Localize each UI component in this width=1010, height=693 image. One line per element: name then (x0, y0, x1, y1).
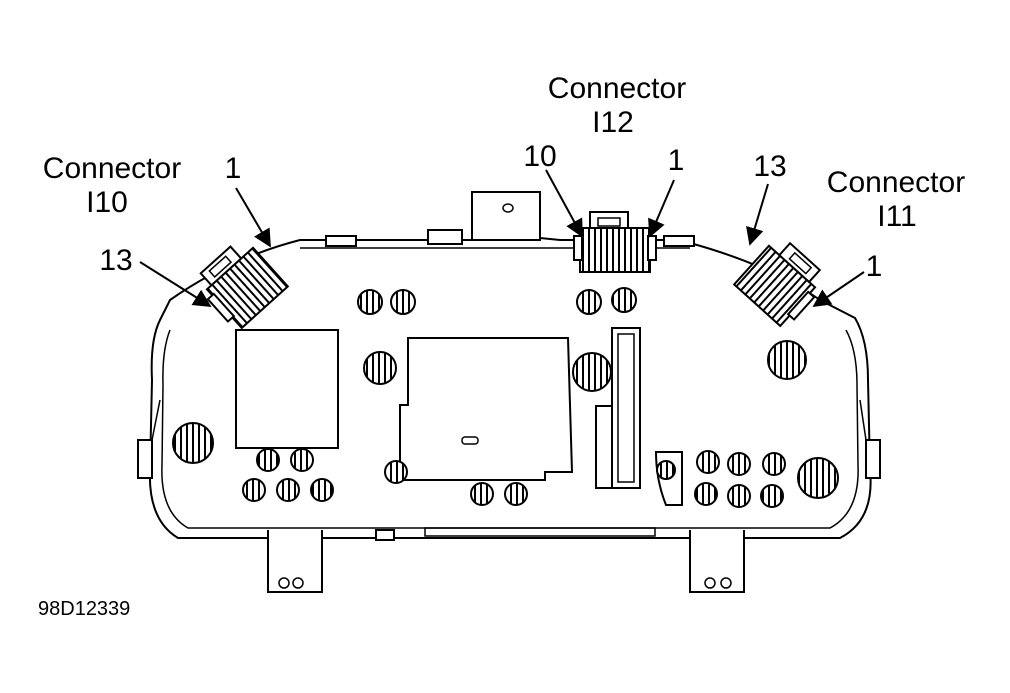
connector-i11-id: I11 (877, 200, 916, 233)
connector-i11-title: Connector (827, 166, 965, 199)
connector-i12-id: I12 (592, 106, 634, 139)
connector-i12-title: Connector (548, 72, 686, 105)
arrow-i11-pin13 (746, 183, 769, 246)
connector-i12-body (573, 211, 657, 273)
labels: Connector I10 1 13 Connector I12 10 1 Co… (38, 72, 965, 620)
connector-i10-body (199, 245, 290, 330)
cluster-panels (235, 327, 683, 506)
figure-code: 98D12339 (38, 598, 130, 620)
connector-i12-pin-right: 1 (668, 144, 685, 177)
arrow-i10-pin13 (139, 261, 212, 307)
connector-i11-body (732, 241, 822, 328)
leader-arrows (139, 169, 865, 308)
connector-i11-pin-top: 13 (753, 150, 786, 183)
connector-i10-pin-bottom: 13 (99, 244, 132, 277)
arrow-i11-pin1 (812, 271, 865, 308)
connector-i10-id: I10 (86, 186, 128, 219)
bulb-sockets (172, 287, 839, 508)
connector-i12-pin-left: 10 (523, 140, 556, 173)
arrow-i12-pin1 (648, 179, 675, 238)
cluster-housing (137, 191, 881, 593)
arrow-i10-pin1 (235, 187, 271, 248)
connector-i10-pin-top: 1 (225, 152, 242, 185)
arrow-i12-pin10 (545, 169, 583, 238)
connector-i10-title: Connector (43, 152, 181, 185)
connector-i11-pin-bottom: 1 (866, 250, 883, 283)
